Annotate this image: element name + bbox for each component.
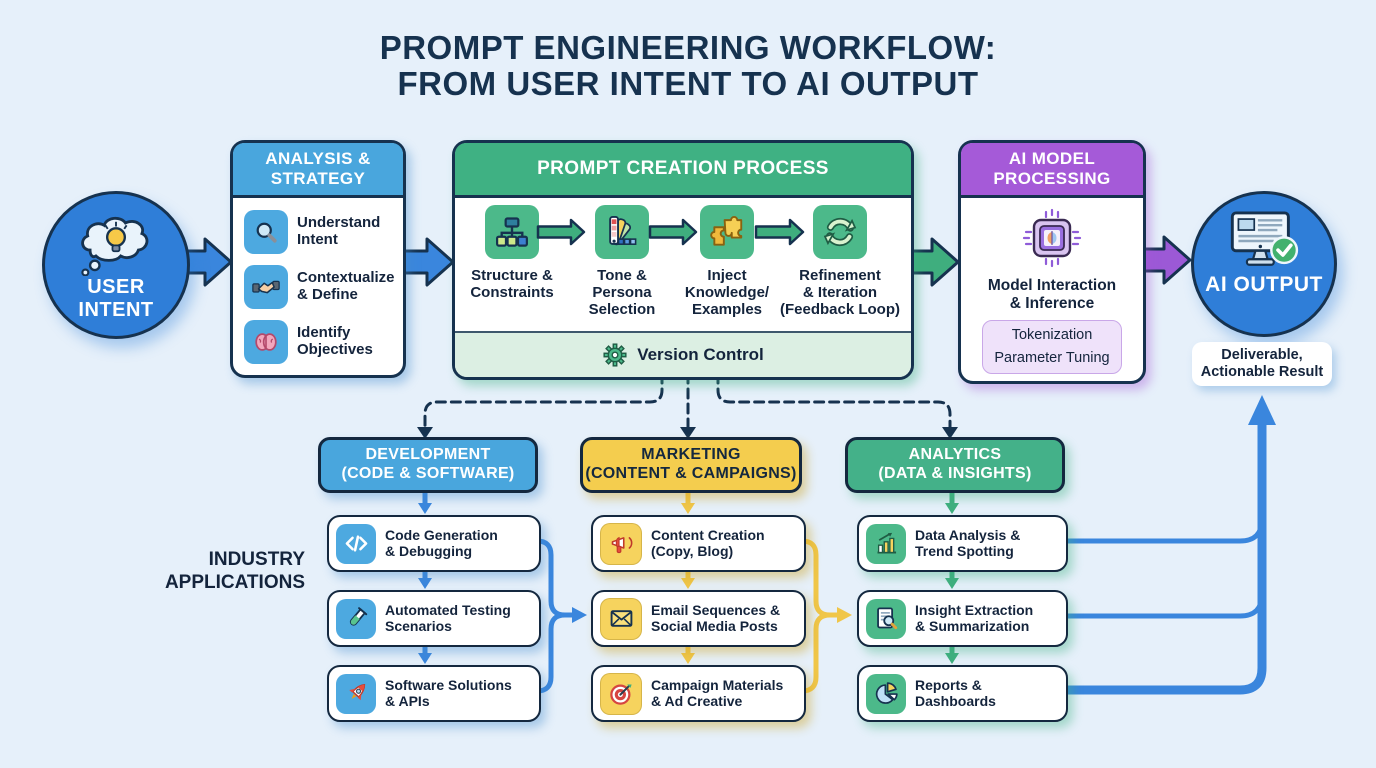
flow-arrow-icon	[401, 237, 455, 287]
pie-chart-icon	[866, 673, 906, 714]
dev-item-label: Automated Testing Scenarios	[385, 601, 511, 634]
marketing-item: Email Sequences & Social Media Posts	[591, 590, 806, 647]
prompt-step-label: Structure & Constraints	[470, 267, 554, 301]
refresh-icon	[813, 205, 867, 259]
megaphone-icon	[600, 522, 642, 565]
page-title: PROMPT ENGINEERING WORKFLOW: FROM USER I…	[379, 29, 997, 103]
flow-arrow-icon	[906, 237, 960, 287]
magnifier-icon	[244, 210, 288, 254]
gear-icon	[603, 343, 627, 367]
chip-brain-icon	[1022, 208, 1082, 268]
analysis-item: Understand Intent	[244, 210, 394, 254]
version-control-strip: Version Control	[455, 331, 911, 377]
monitor-check-icon	[1230, 211, 1299, 266]
analytics-item: Data Analysis & Trend Spotting	[857, 515, 1068, 572]
prompt-step-label: Inject Knowledge/ Examples	[684, 267, 770, 318]
industry-applications-label: INDUSTRY APPLICATIONS	[164, 549, 305, 593]
analytics-item-label: Insight Extraction & Summarization	[915, 601, 1034, 634]
ai-model-processing-header: AI MODEL PROCESSING	[961, 143, 1143, 198]
idea-cloud-icon	[81, 216, 149, 276]
analysis-item-label: Understand Intent	[297, 214, 381, 248]
analysis-item-label: Identify Objectives	[297, 324, 373, 358]
parameter-tuning-label: Parameter Tuning	[994, 349, 1110, 366]
user-intent-label: USER INTENT	[78, 276, 154, 321]
flow-arrow-icon	[1138, 235, 1192, 285]
prompt-creation-box: PROMPT CREATION PROCESS Structure & Cons…	[452, 140, 914, 380]
dev-item: Automated Testing Scenarios	[327, 590, 541, 647]
model-interaction-label: Model Interaction & Inference	[987, 277, 1117, 312]
marketing-item-label: Campaign Materials & Ad Creative	[651, 676, 784, 709]
rocket-icon	[336, 673, 376, 714]
analysis-item: Contextualize & Define	[244, 265, 395, 309]
analysis-strategy-box: ANALYSIS & STRATEGY Understand Intent Co…	[230, 140, 406, 378]
tokenization-label: Tokenization	[1011, 326, 1093, 343]
marketing-item: Campaign Materials & Ad Creative	[591, 665, 806, 722]
test-tube-icon	[336, 598, 376, 639]
analytics-header: ANALYTICS (DATA & INSIGHTS)	[845, 437, 1065, 493]
handshake-icon	[244, 265, 288, 309]
analytics-item: Reports & Dashboards	[857, 665, 1068, 722]
marketing-item-label: Content Creation (Copy, Blog)	[651, 526, 765, 559]
prompt-step: Inject Knowledge/ Examples	[673, 205, 781, 319]
bar-chart-icon	[866, 523, 906, 564]
output-collector-connector	[1045, 395, 1276, 695]
analytics-item-label: Data Analysis & Trend Spotting	[915, 526, 1021, 559]
dev-item-label: Software Solutions & APIs	[385, 676, 512, 709]
code-icon	[336, 523, 376, 564]
ai-output-label: AI OUTPUT	[1205, 273, 1323, 296]
processing-subitems-pill: Tokenization Parameter Tuning	[982, 319, 1122, 374]
analytics-item: Insight Extraction & Summarization	[857, 590, 1068, 647]
prompt-step: Tone & Persona Selection	[567, 205, 677, 319]
target-icon	[600, 672, 642, 715]
dev-item: Software Solutions & APIs	[327, 665, 541, 722]
analytics-item-label: Reports & Dashboards	[915, 676, 996, 709]
brain-icon	[244, 320, 288, 364]
palette-icon	[595, 205, 649, 259]
prompt-step-label: Refinement & Iteration (Feedback Loop)	[779, 267, 900, 318]
ai-output-node: AI OUTPUT	[1191, 191, 1337, 337]
version-control-label: Version Control	[637, 345, 764, 364]
deliverable-result-box: Deliverable, Actionable Result	[1192, 342, 1332, 386]
prompt-step: Structure & Constraints	[457, 205, 567, 302]
prompt-step-label: Tone & Persona Selection	[588, 267, 656, 318]
analysis-strategy-header: ANALYSIS & STRATEGY	[233, 143, 403, 198]
user-intent-node: USER INTENT	[42, 191, 190, 339]
doc-search-icon	[866, 598, 906, 639]
envelope-icon	[600, 597, 642, 640]
prompt-creation-header: PROMPT CREATION PROCESS	[455, 143, 911, 198]
dashed-connectors	[417, 372, 958, 439]
marketing-header: MARKETING (CONTENT & CAMPAIGNS)	[580, 437, 802, 493]
ai-model-processing-box: AI MODEL PROCESSING Model Interaction & …	[958, 140, 1146, 384]
prompt-step: Refinement & Iteration (Feedback Loop)	[775, 205, 905, 319]
development-header: DEVELOPMENT (CODE & SOFTWARE)	[318, 437, 538, 493]
dev-item-label: Code Generation & Debugging	[385, 526, 498, 559]
org-chart-icon	[485, 205, 539, 259]
puzzle-icon	[700, 205, 754, 259]
marketing-item-label: Email Sequences & Social Media Posts	[651, 601, 781, 634]
analysis-item: Identify Objectives	[244, 320, 394, 364]
dev-item: Code Generation & Debugging	[327, 515, 541, 572]
analysis-item-label: Contextualize & Define	[297, 269, 395, 303]
marketing-item: Content Creation (Copy, Blog)	[591, 515, 806, 572]
